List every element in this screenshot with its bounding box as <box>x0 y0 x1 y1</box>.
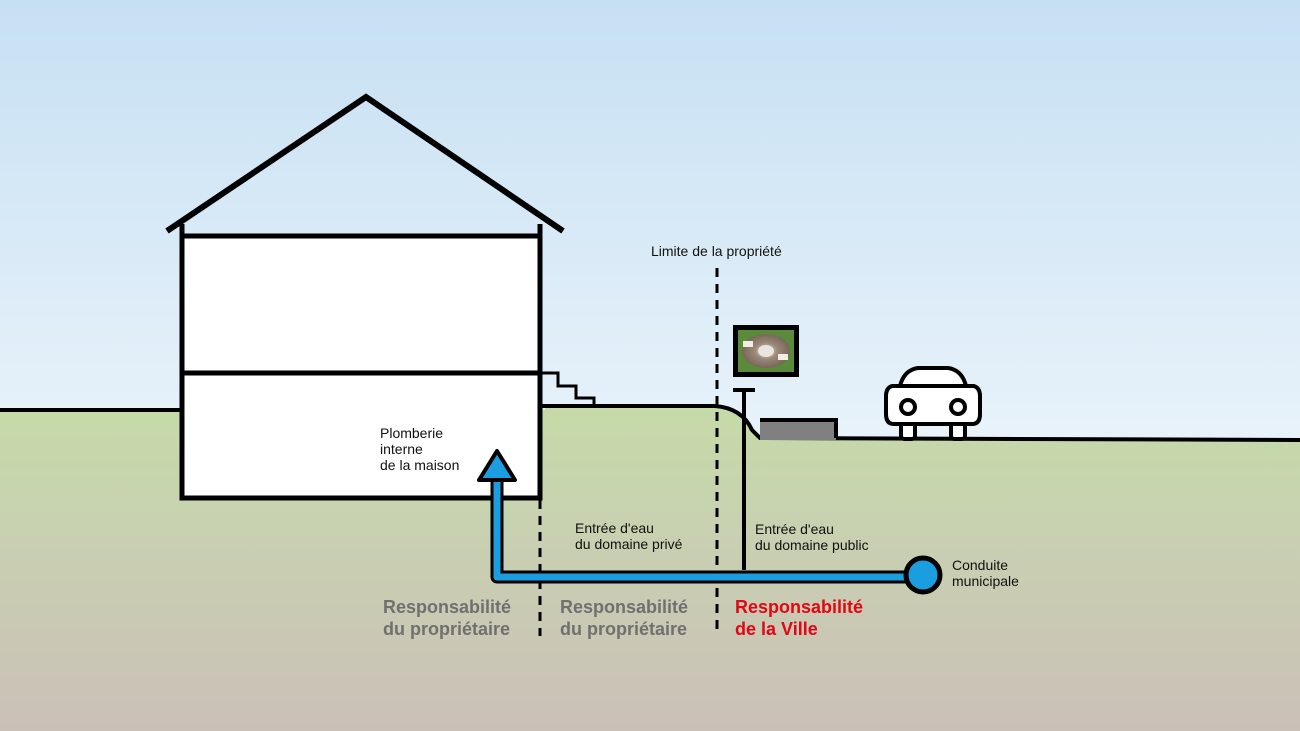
owner-responsibility-house: Responsabilité du propriétaire <box>383 596 511 640</box>
municipal-main-label-line2: municipale <box>952 573 1019 589</box>
valve-photo-icon <box>733 325 799 377</box>
curb-stop-riser <box>733 388 755 570</box>
city-responsibility-line2: de la Ville <box>735 619 818 639</box>
owner-responsibility-private-line2: du propriétaire <box>560 619 688 639</box>
owner-responsibility-private: Responsabilité du propriétaire <box>560 596 688 640</box>
public-entry-label-line1: Entrée d'eau <box>755 521 834 537</box>
curb <box>760 418 838 440</box>
water-service-pipe <box>490 477 912 584</box>
city-responsibility: Responsabilité de la Ville <box>735 596 863 640</box>
property-limit-label: Limite de la propriété <box>651 243 782 259</box>
plumbing-label: Plomberie interne de la maison <box>380 425 459 473</box>
pipe-circle-icon <box>903 555 943 595</box>
public-entry-label-line2: du domaine public <box>755 537 869 553</box>
public-entry-label: Entrée d'eau du domaine public <box>755 521 869 553</box>
car-icon <box>884 366 982 441</box>
private-entry-label-line1: Entrée d'eau <box>575 520 654 536</box>
owner-responsibility-house-line1: Responsabilité <box>383 597 512 617</box>
city-responsibility-line1: Responsabilité <box>735 597 864 617</box>
municipal-main-label-line1: Conduite <box>952 557 1009 573</box>
plumbing-label-line3: de la maison <box>380 457 460 473</box>
private-entry-label-line2: du domaine privé <box>575 536 683 552</box>
private-entry-label: Entrée d'eau du domaine privé <box>575 520 682 552</box>
ground-line <box>0 404 1300 442</box>
plumbing-label-line1: Plomberie <box>380 425 444 441</box>
stairs <box>540 371 596 408</box>
owner-responsibility-house-line2: du propriétaire <box>383 619 511 639</box>
plumbing-label-line2: interne <box>380 441 423 457</box>
owner-responsibility-private-line1: Responsabilité <box>560 597 689 617</box>
arrow-up-icon <box>477 449 517 482</box>
municipal-main-label: Conduite municipale <box>952 557 1019 589</box>
house-icon <box>165 93 565 501</box>
